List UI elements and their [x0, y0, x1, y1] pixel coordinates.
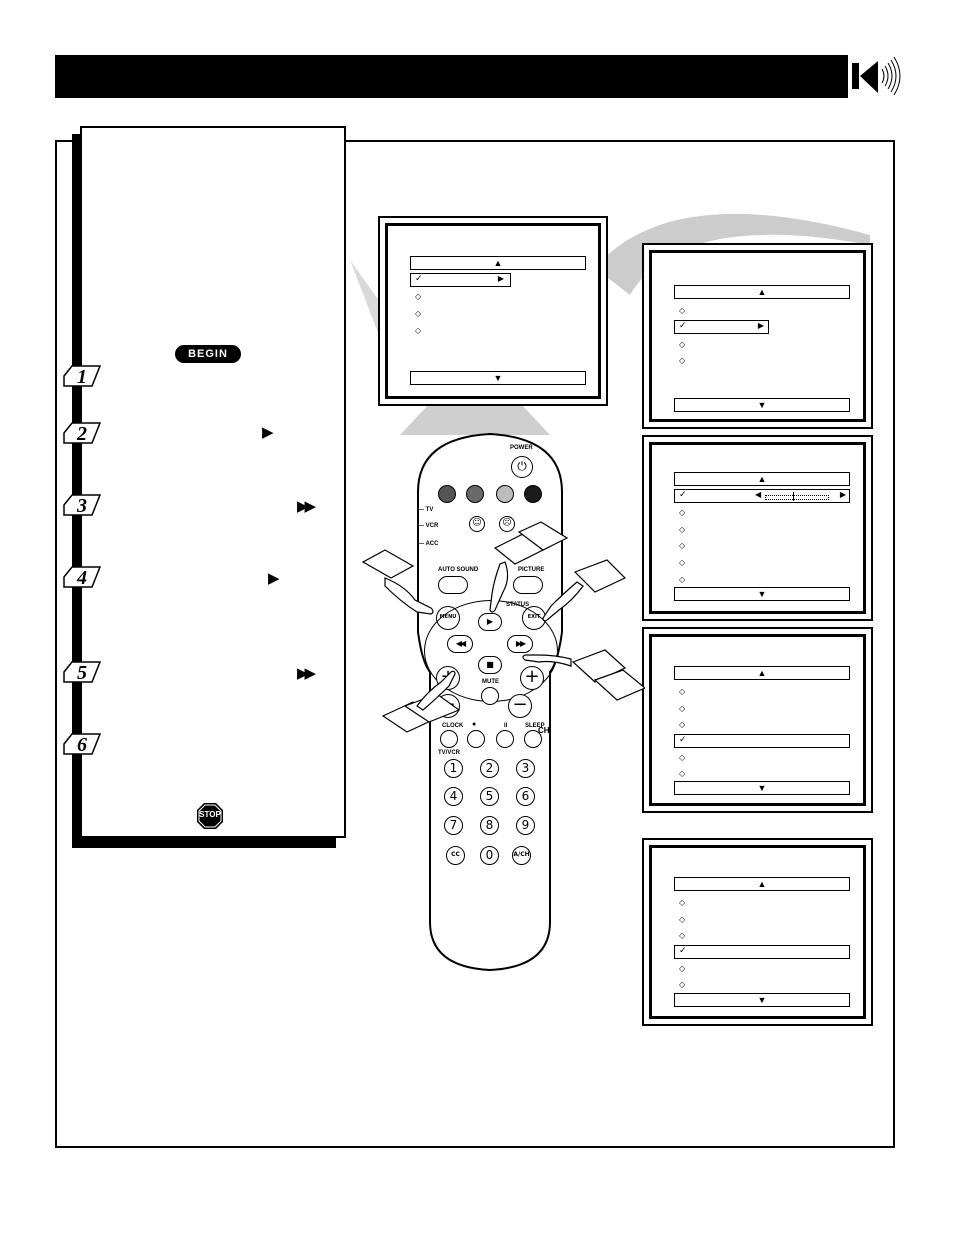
stop-label: STOP — [199, 810, 221, 819]
slider-thumb — [793, 492, 794, 501]
auto-picture-button[interactable] — [513, 576, 543, 594]
step-5-number: 5 — [77, 662, 87, 684]
step-3-number: 3 — [77, 495, 87, 517]
mute-button[interactable] — [481, 687, 499, 705]
stop-sign-icon: STOP — [196, 802, 224, 835]
speaker-icon — [850, 55, 902, 99]
ch-label: CH — [538, 726, 550, 735]
cursor-left-rewind-button[interactable]: ◀◀ — [447, 635, 473, 653]
yellow-key-button[interactable] — [496, 485, 514, 503]
pause-button[interactable] — [496, 730, 514, 748]
tvvcr-label: TV/VCR — [438, 750, 461, 756]
content-frame — [55, 140, 895, 1148]
smart-sound-button[interactable]: ☹ — [499, 516, 515, 532]
sleep-label: SLEEP — [525, 723, 545, 729]
step-6-badge: 6 — [62, 732, 102, 756]
clock-button[interactable] — [440, 730, 458, 748]
pause-icon: II — [504, 723, 508, 729]
selected-slider-row: ✓ ◀ ▶ — [674, 489, 850, 503]
menu-option: ◇ — [415, 326, 422, 335]
step-2-number: 2 — [77, 423, 87, 445]
step-4-number: 4 — [77, 567, 87, 589]
blue-key-button[interactable] — [524, 485, 542, 503]
step-3-badge: 3 — [62, 493, 102, 517]
digit-5-button[interactable]: 5 — [480, 787, 499, 806]
record-icon: ● — [472, 721, 477, 728]
channel-down-button[interactable]: − — [508, 694, 532, 718]
fast-forward-icon: ▶▶ — [297, 664, 316, 682]
digit-4-button[interactable]: 4 — [444, 787, 463, 806]
digit-8-button[interactable]: 8 — [480, 816, 499, 835]
scroll-up-bar: ▲ — [410, 256, 586, 270]
tv-screen-submenu: ▲ ◇ ✓ ▶ ◇ ◇ ▼ — [642, 243, 873, 429]
digit-7-button[interactable]: 7 — [444, 816, 463, 835]
scroll-down-bar: ▼ — [410, 371, 586, 385]
digit-9-button[interactable]: 9 — [516, 816, 535, 835]
tv-screen-main-menu: ▲ ✓ ▶ ◇ ◇ ◇ ▼ — [378, 216, 608, 406]
play-arrow-icon: ▶ — [262, 423, 274, 441]
step-1-badge: 1 — [62, 364, 102, 388]
power-label: POWER — [510, 445, 533, 451]
picture-label: PICTURE — [518, 567, 545, 573]
auto-sound-label: AUTO SOUND — [438, 567, 479, 573]
tv-screen-adjust: ▲ ✓ ◀ ▶ ◇ ◇ ◇ ◇ ◇ ▼ — [642, 435, 873, 621]
menu-option: ◇ — [415, 309, 422, 318]
power-button[interactable]: ⏻ — [511, 456, 533, 478]
instruction-panel — [80, 126, 346, 838]
mode-acc-label: — ACC — [418, 541, 439, 547]
cursor-right-ffwd-button[interactable]: ▶▶ — [507, 635, 533, 653]
selected-row: ✓ ▶ — [410, 273, 511, 287]
tv-screen-confirm: ▲ ◇ ◇ ◇ ✓ ◇ ◇ ▼ — [642, 838, 873, 1026]
pointing-hands — [361, 521, 645, 733]
mode-vcr-label: — VCR — [418, 523, 439, 529]
fast-forward-icon: ▶▶ — [297, 497, 316, 515]
slider-track — [765, 495, 829, 500]
cursor-down-stop-button[interactable]: ■ — [478, 656, 502, 674]
sleep-button[interactable] — [524, 730, 542, 748]
green-key-button[interactable] — [466, 485, 484, 503]
header-bar — [55, 55, 848, 98]
smart-picture-button[interactable]: ☺ — [469, 516, 485, 532]
mute-label: MUTE — [482, 679, 499, 685]
step-6-number: 6 — [77, 734, 87, 756]
selected-row: ✓ — [674, 734, 850, 748]
ach-button[interactable]: A/CH — [512, 846, 531, 865]
selected-row: ✓ ▶ — [674, 320, 769, 334]
step-4-badge: 4 — [62, 565, 102, 589]
remote-control: POWER ⏻ — TV — VCR — ACC ☺ ☹ AUTO SOUND … — [410, 432, 570, 972]
cursor-right-play-button[interactable]: ▶ — [478, 613, 502, 631]
red-key-button[interactable] — [438, 485, 456, 503]
play-arrow-icon: ▶ — [268, 569, 280, 587]
step-5-badge: 5 — [62, 660, 102, 684]
channel-up-button[interactable]: + — [520, 666, 544, 690]
step-1-number: 1 — [77, 366, 87, 388]
tv-screen-options: ▲ ◇ ◇ ◇ ✓ ◇ ◇ ▼ — [642, 627, 873, 813]
clock-label: CLOCK — [442, 723, 464, 729]
digit-6-button[interactable]: 6 — [516, 787, 535, 806]
digit-0-button[interactable]: 0 — [480, 846, 499, 865]
menu-option: ◇ — [415, 292, 422, 301]
begin-badge: BEGIN — [175, 345, 241, 363]
auto-sound-button[interactable] — [438, 576, 468, 594]
digit-1-button[interactable]: 1 — [444, 759, 463, 778]
step-2-badge: 2 — [62, 421, 102, 445]
digit-2-button[interactable]: 2 — [480, 759, 499, 778]
cc-button[interactable]: CC — [446, 846, 465, 865]
selected-row: ✓ — [674, 945, 850, 959]
record-button[interactable] — [467, 730, 485, 748]
callout-card — [361, 521, 645, 733]
mode-tv-label: — TV — [418, 507, 434, 513]
digit-3-button[interactable]: 3 — [516, 759, 535, 778]
